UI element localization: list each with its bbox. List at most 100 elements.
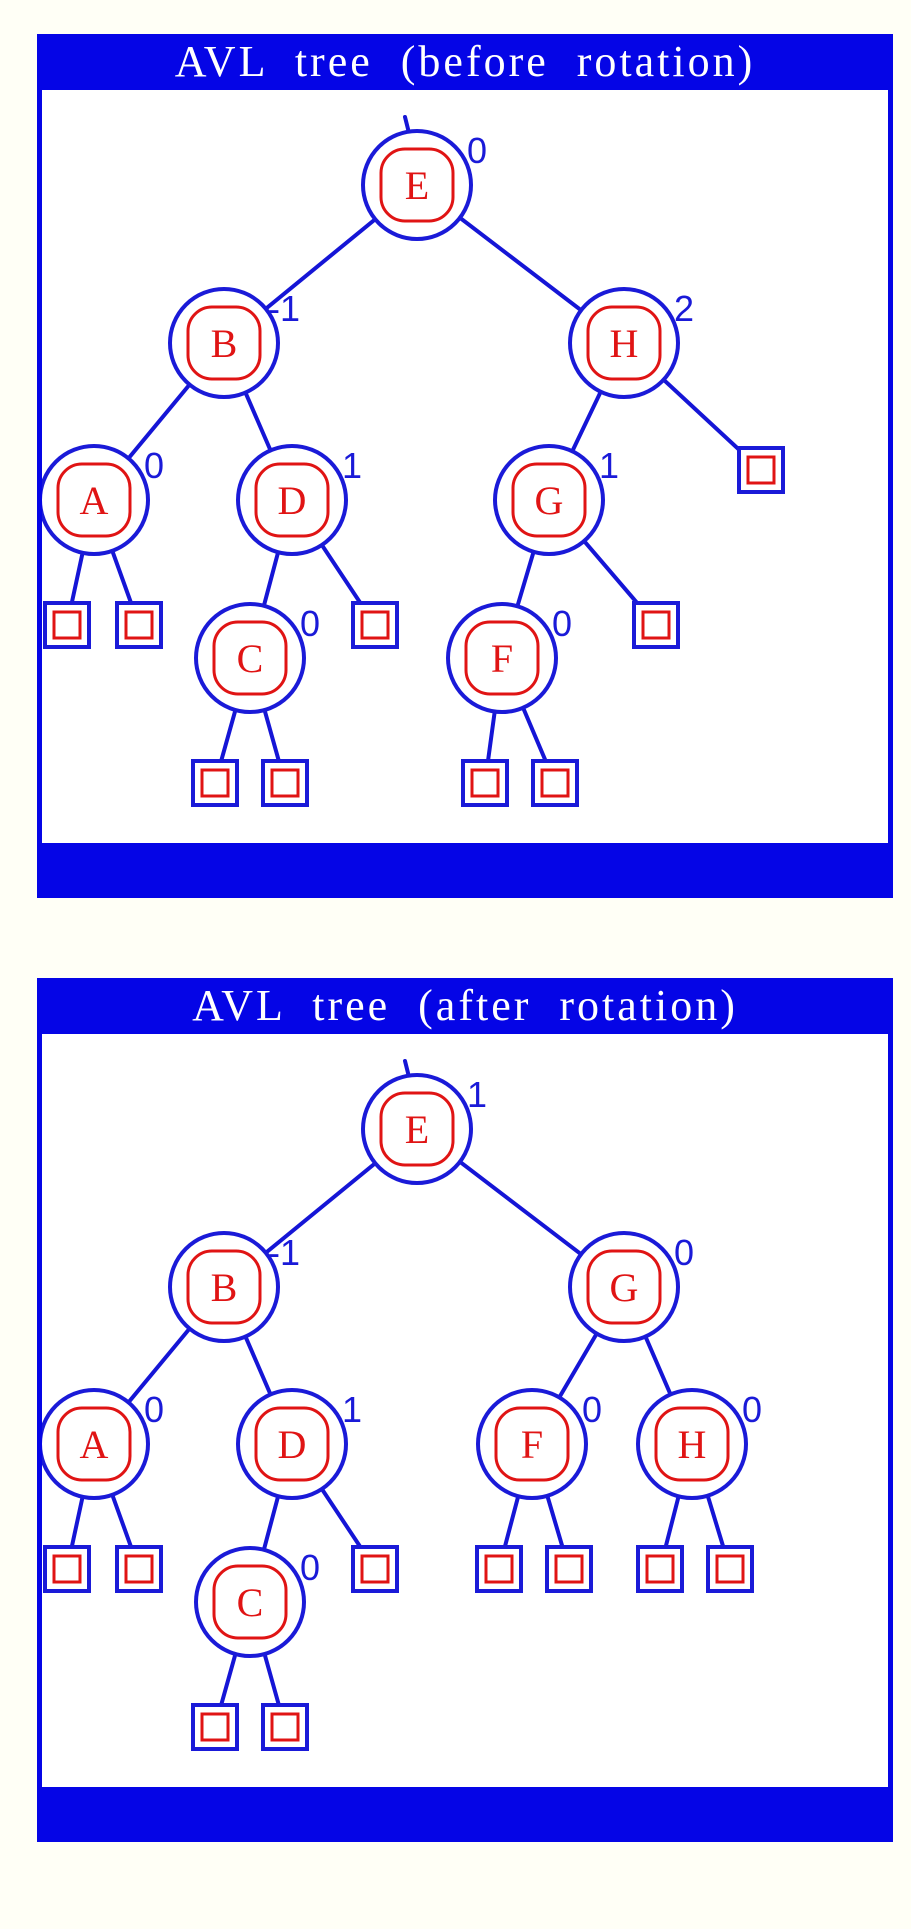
after-footer-bar: [37, 1787, 893, 1842]
tree-node-G: G0: [568, 1231, 694, 1343]
tree-node-E: E1: [361, 1073, 487, 1185]
before-null-leaves: [43, 446, 785, 807]
tree-node-A: A0: [42, 444, 164, 556]
node-key-label: H: [678, 1422, 707, 1467]
node-key-label: C: [237, 1580, 264, 1625]
null-leaf-inner-box: [270, 1712, 300, 1742]
null-leaf-C-8: [261, 1703, 309, 1751]
null-leaf-box: [636, 1545, 684, 1593]
null-leaf-box: [737, 446, 785, 494]
node-key-label: E: [405, 163, 429, 208]
before-panel-title: AVL tree (before rotation): [174, 37, 756, 86]
node-key-label: F: [491, 636, 513, 681]
null-leaf-inner-box: [470, 768, 500, 798]
balance-factor-label: 0: [300, 603, 320, 644]
node-key-box: [56, 1406, 132, 1482]
null-leaf-A-0: [43, 1545, 91, 1593]
node-key-box: [586, 1249, 662, 1325]
node-key-label: H: [610, 321, 639, 366]
null-leaf-H-5: [636, 1545, 684, 1593]
node-key-box: [464, 620, 540, 696]
tree-node-E: E0: [361, 129, 487, 241]
node-key-box: [654, 1406, 730, 1482]
null-leaf-D-2: [351, 1545, 399, 1593]
null-leaf-inner-box: [715, 1554, 745, 1584]
node-key-box: [586, 305, 662, 381]
node-key-label: C: [237, 636, 264, 681]
balance-factor-label: 0: [467, 130, 487, 171]
node-key-box: [212, 1564, 288, 1640]
balance-factor-label: 0: [582, 1389, 602, 1430]
after-panel-title: AVL tree (after rotation): [192, 981, 738, 1030]
null-leaf-F-7: [461, 759, 509, 807]
balance-factor-label: 1: [342, 1389, 362, 1430]
tree-node-A: A0: [42, 1388, 164, 1500]
node-key-label: A: [80, 1422, 109, 1467]
null-leaf-inner-box: [484, 1554, 514, 1584]
tree-node-F: F0: [476, 1388, 602, 1500]
tree-node-D: D1: [236, 1388, 362, 1500]
null-leaf-G-3: [632, 601, 680, 649]
node-key-label: B: [211, 321, 238, 366]
null-leaf-C-5: [191, 759, 239, 807]
node-key-label: E: [405, 1107, 429, 1152]
balance-factor-label: 0: [144, 445, 164, 486]
null-leaf-box: [461, 759, 509, 807]
node-key-box: [254, 462, 330, 538]
balance-factor-label: 0: [552, 603, 572, 644]
node-key-box: [511, 462, 587, 538]
null-leaf-inner-box: [360, 1554, 390, 1584]
node-key-box: [494, 1406, 570, 1482]
tree-node-H: H2: [568, 287, 694, 399]
tree-node-B: B-1: [168, 1231, 300, 1343]
null-leaf-A-1: [115, 1545, 163, 1593]
null-leaf-H-6: [706, 1545, 754, 1593]
tree-node-C: C0: [194, 602, 320, 714]
node-key-box: [379, 1091, 455, 1167]
node-key-label: D: [278, 1422, 307, 1467]
null-leaf-F-8: [531, 759, 579, 807]
null-leaf-A-0: [43, 601, 91, 649]
node-key-box: [186, 1249, 262, 1325]
balance-factor-label: 0: [300, 1547, 320, 1588]
null-leaf-C-6: [261, 759, 309, 807]
node-key-box: [379, 147, 455, 223]
null-leaf-F-3: [475, 1545, 523, 1593]
null-leaf-inner-box: [554, 1554, 584, 1584]
null-leaf-inner-box: [645, 1554, 675, 1584]
balance-factor-label: 0: [144, 1389, 164, 1430]
before-footer-bar: [37, 843, 893, 898]
null-leaf-D-2: [351, 601, 399, 649]
tree-node-F: F0: [446, 602, 572, 714]
tree-node-B: B -1: [168, 287, 300, 399]
balance-factor-label: 1: [599, 445, 619, 486]
balance-factor-label: -1: [268, 288, 300, 329]
null-leaf-C-7: [191, 1703, 239, 1751]
null-leaf-inner-box: [124, 1554, 154, 1584]
node-key-box: [186, 305, 262, 381]
node-key-box: [56, 462, 132, 538]
null-leaf-F-4: [545, 1545, 593, 1593]
null-leaf-inner-box: [270, 768, 300, 798]
tree-node-H: H0: [636, 1388, 762, 1500]
null-leaf-inner-box: [52, 1554, 82, 1584]
null-leaf-inner-box: [360, 610, 390, 640]
tree-node-D: D1: [236, 444, 362, 556]
null-leaf-H-4: [737, 446, 785, 494]
null-leaf-box: [531, 759, 579, 807]
node-key-label: G: [610, 1265, 639, 1310]
null-leaf-box: [43, 601, 91, 649]
balance-factor-label: -1: [268, 1232, 300, 1273]
node-key-box: [212, 620, 288, 696]
null-leaf-inner-box: [200, 768, 230, 798]
tree-node-G: G1: [493, 444, 619, 556]
null-leaf-box: [545, 1545, 593, 1593]
node-key-box: [254, 1406, 330, 1482]
